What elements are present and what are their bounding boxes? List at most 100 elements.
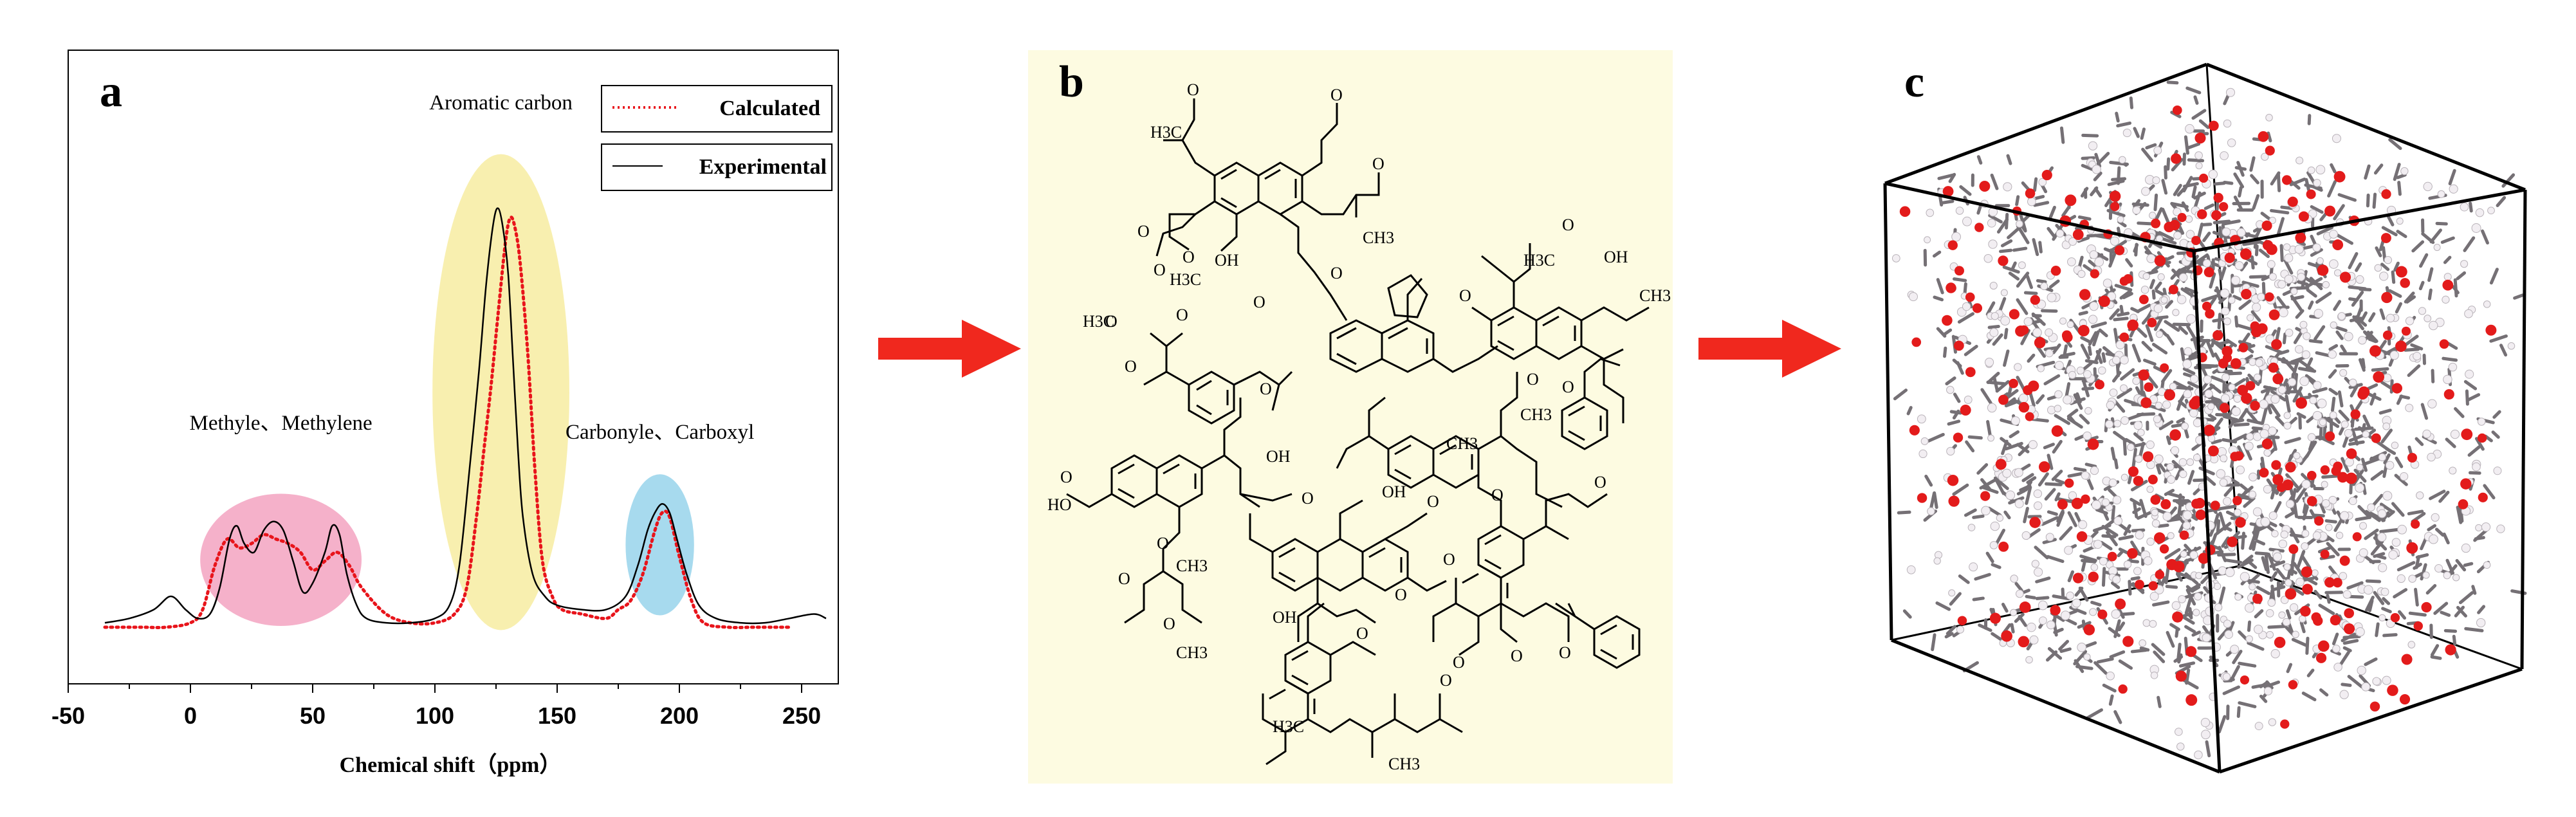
hydrogen-atom xyxy=(2263,484,2272,494)
oxygen-atom xyxy=(1965,367,1976,378)
oxygen-atom xyxy=(2064,478,2074,488)
hydrogen-atom xyxy=(2382,373,2392,383)
oxygen-atom xyxy=(2154,255,2166,267)
atom-label: O xyxy=(1443,550,1455,569)
hydrogen-atom xyxy=(2115,340,2125,350)
hydrogen-atom xyxy=(2280,596,2289,604)
hydrogen-atom xyxy=(2097,366,2106,375)
bond xyxy=(1965,440,1975,453)
hydrogen-atom xyxy=(2214,603,2223,612)
hydrogen-atom xyxy=(2344,457,2355,467)
hydrogen-atom xyxy=(2271,529,2279,538)
atom-label: O xyxy=(1060,468,1072,486)
oxygen-atom xyxy=(2272,474,2284,486)
hydrogen-atom xyxy=(1917,414,1926,424)
oxygen-atom xyxy=(2439,339,2449,349)
hydrogen-atom xyxy=(2222,227,2231,237)
oxygen-atom xyxy=(2241,289,2252,300)
bond xyxy=(2182,367,2196,375)
hydrogen-atom xyxy=(2105,419,2114,428)
oxygen-atom xyxy=(2171,153,2182,164)
hydrogen-atom xyxy=(2005,490,2016,500)
bond xyxy=(2118,659,2133,670)
bond xyxy=(2036,279,2047,284)
oxygen-atom xyxy=(1917,493,1927,503)
oxygen-atom xyxy=(2172,611,2184,623)
hydrogen-atom xyxy=(2034,567,2043,577)
bond xyxy=(1936,278,1944,295)
bond xyxy=(2341,632,2357,643)
bond xyxy=(2217,715,2227,734)
hydrogen-atom xyxy=(2339,369,2348,377)
oxygen-atom xyxy=(2395,340,2407,353)
bond xyxy=(2365,579,2382,583)
bond xyxy=(2010,623,2015,634)
bond xyxy=(2101,524,2119,537)
hydrogen-atom xyxy=(2418,307,2427,315)
hydrogen-atom xyxy=(2151,519,2160,528)
atom-label: CH3 xyxy=(1446,434,1478,453)
atom-label: O xyxy=(1105,312,1118,331)
bond xyxy=(2095,252,2109,261)
bond xyxy=(2232,433,2248,443)
bond xyxy=(2368,312,2376,322)
hydrogen-atom xyxy=(2054,390,2063,399)
hydrogen-atom xyxy=(2000,289,2008,297)
bond xyxy=(2184,625,2196,634)
oxygen-atom xyxy=(2191,235,2201,246)
hydrogen-atom xyxy=(1927,507,1935,516)
hydrogen-atom xyxy=(2133,421,2143,430)
bond xyxy=(2113,327,2119,345)
oxygen-atom xyxy=(2332,239,2344,251)
oxygen-atom xyxy=(2301,566,2313,578)
hydrogen-atom xyxy=(2400,167,2409,176)
bond xyxy=(2178,399,2188,408)
hydrogen-atom xyxy=(2155,330,2164,338)
hydrogen-atom xyxy=(2182,521,2191,530)
bond xyxy=(2066,408,2079,418)
bond xyxy=(2215,522,2232,535)
bond xyxy=(2229,477,2240,486)
atom-label: O xyxy=(1260,380,1272,398)
hydrogen-atom xyxy=(2273,552,2282,562)
bond xyxy=(2025,594,2036,600)
hydrogen-atom xyxy=(2193,592,2202,601)
oxygen-atom xyxy=(2155,569,2165,580)
oxygen-atom xyxy=(2050,605,2061,616)
bond xyxy=(2250,310,2261,322)
hydrogen-atom xyxy=(2335,531,2344,539)
bond xyxy=(2114,284,2133,292)
bond xyxy=(2443,629,2458,633)
legend: Calculated Experimental xyxy=(601,85,833,191)
bond xyxy=(2001,602,2009,613)
bond xyxy=(2387,215,2395,226)
hydrogen-atom xyxy=(2117,216,2124,223)
hydrogen-atom xyxy=(2018,261,2026,270)
bond xyxy=(2117,549,2125,558)
hydrogen-atom xyxy=(2268,427,2277,436)
hydrogen-atom xyxy=(2259,429,2269,439)
bond xyxy=(2027,353,2036,363)
oxygen-atom xyxy=(1965,292,1975,302)
bond xyxy=(2014,582,2023,592)
oxygen-atom xyxy=(2287,196,2298,207)
oxygen-atom xyxy=(2302,583,2313,595)
oxygen-atom xyxy=(2352,532,2362,542)
hydrogen-atom xyxy=(2121,473,2129,481)
bond xyxy=(2308,300,2314,310)
bond xyxy=(2211,439,2222,445)
bond xyxy=(2341,683,2352,687)
oxygen-atom xyxy=(1998,255,2009,266)
bond xyxy=(2333,204,2345,221)
bond xyxy=(2380,428,2393,444)
hydrogen-atom xyxy=(2358,336,2367,345)
oxygen-atom xyxy=(2050,266,2061,276)
bond xyxy=(2111,581,2121,589)
bond xyxy=(2252,194,2260,210)
bond xyxy=(2191,185,2197,199)
hydrogen-atom xyxy=(2033,501,2043,510)
bond xyxy=(2054,414,2070,425)
atom-label: H3C xyxy=(1170,270,1201,289)
hydrogen-atom xyxy=(1996,514,2004,522)
hydrogen-atom xyxy=(2452,574,2460,582)
